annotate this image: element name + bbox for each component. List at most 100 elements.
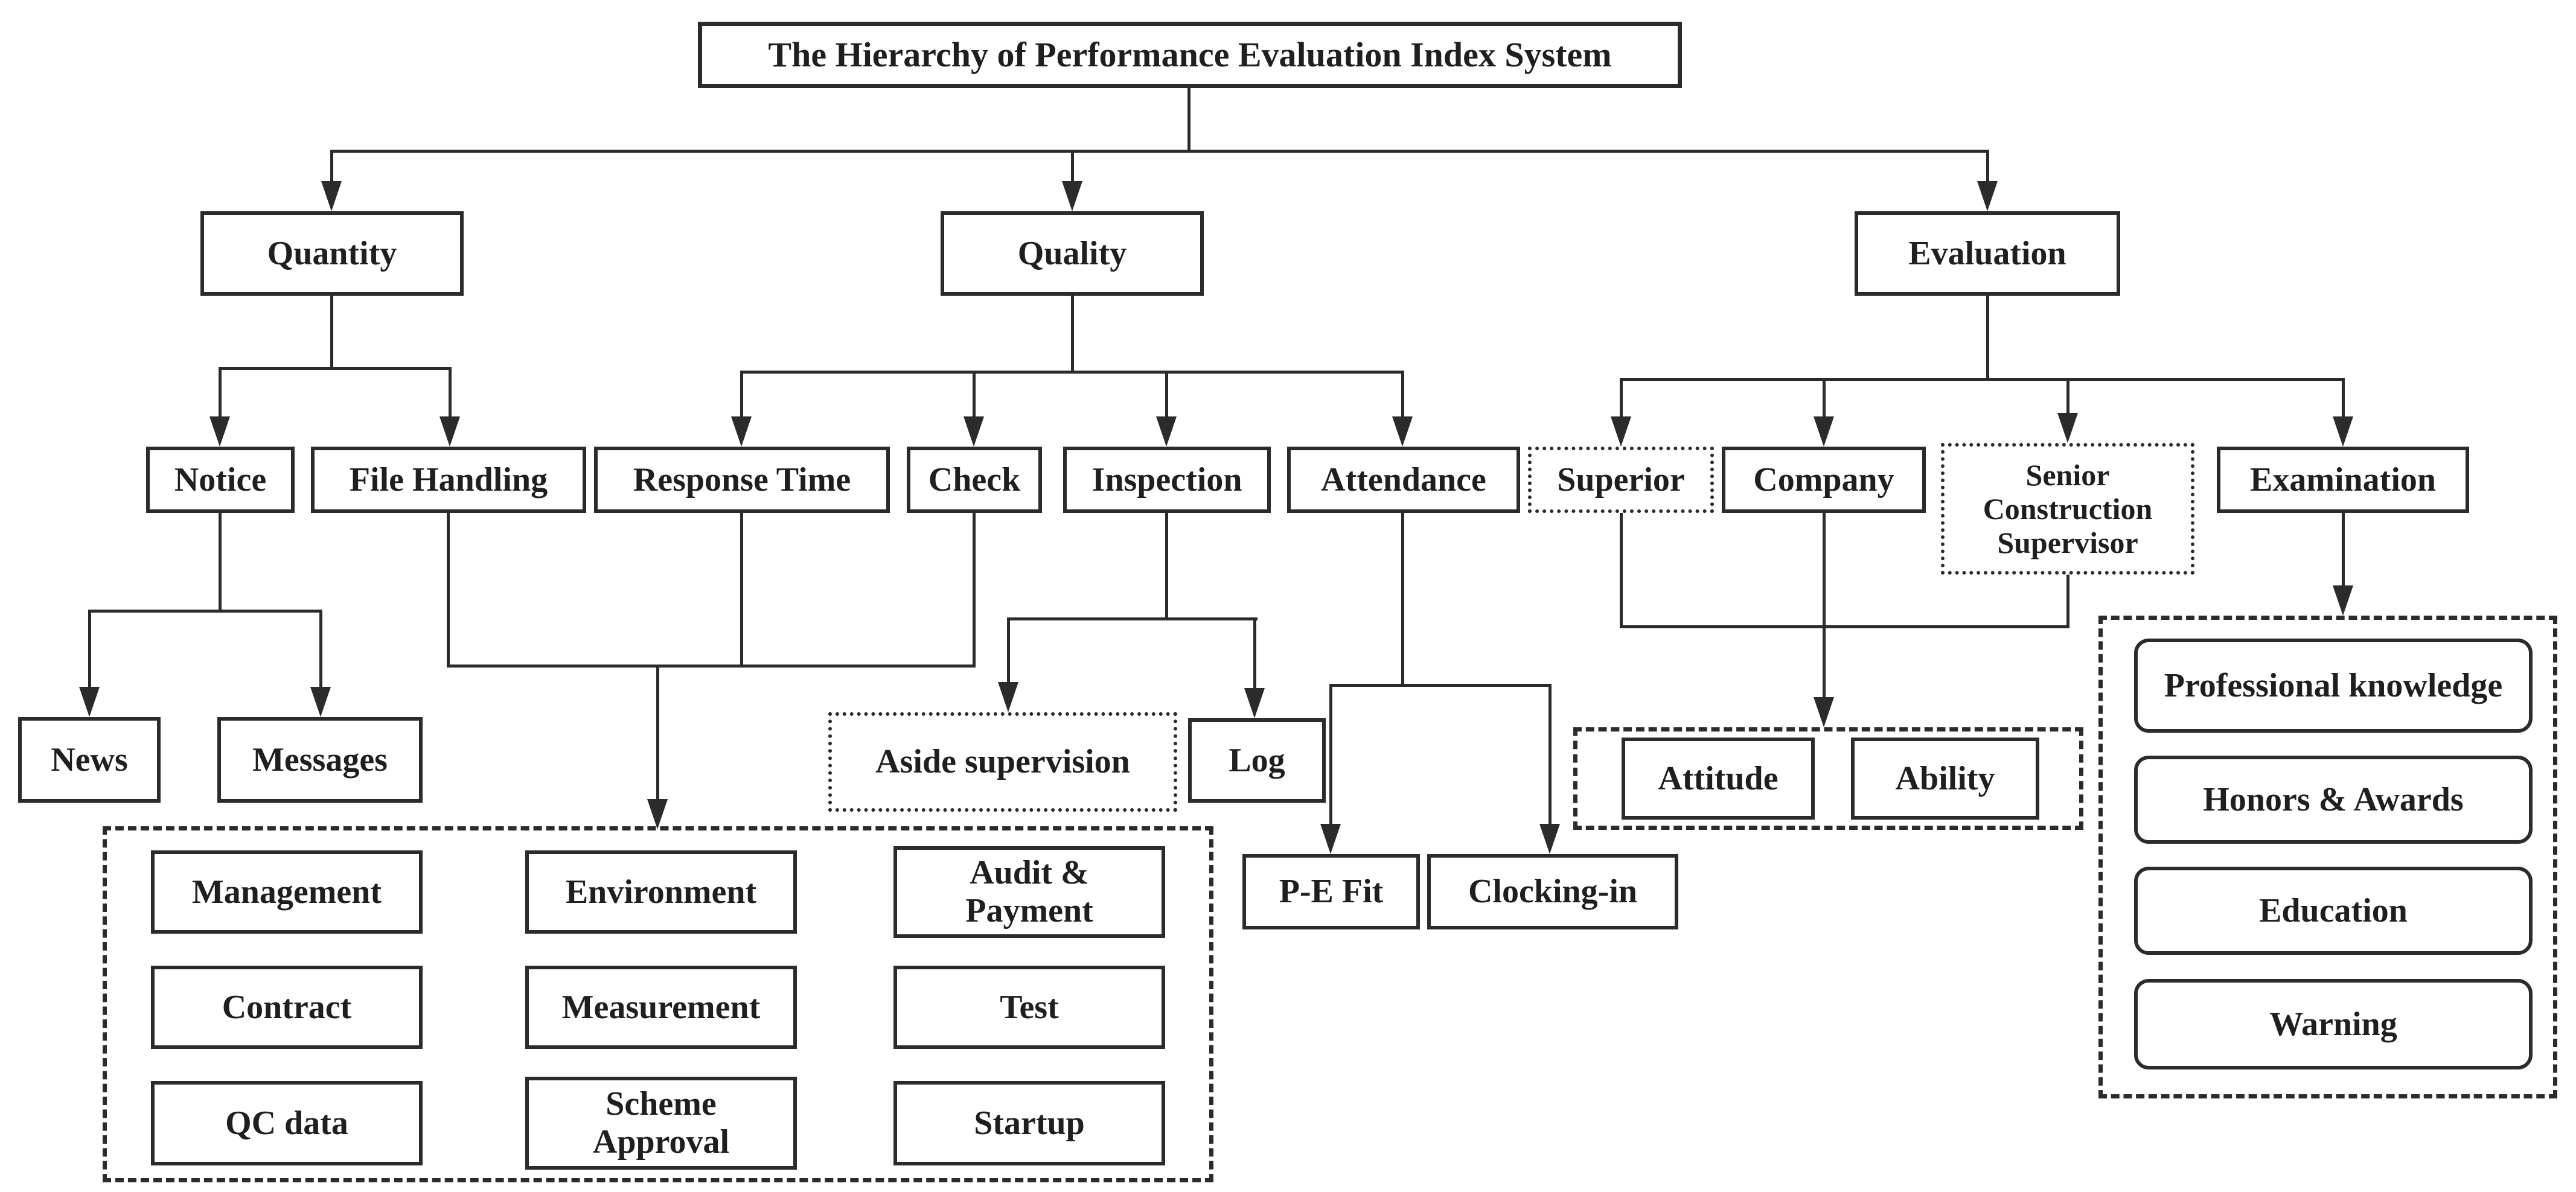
connector-arrowhead — [1814, 697, 1834, 727]
connector-line — [1620, 625, 2069, 628]
node-warning-label: Warning — [2269, 1005, 2397, 1043]
connector-line — [1071, 296, 1074, 373]
connector-arrowhead — [2333, 416, 2353, 447]
node-contract-label: Contract — [222, 988, 352, 1026]
node-superior-label: Superior — [1557, 461, 1685, 499]
node-quality: Quality — [941, 211, 1204, 296]
node-attitude: Attitude — [1622, 738, 1815, 820]
connector-line — [330, 296, 333, 369]
node-aside-supervision: Aside supervision — [828, 712, 1177, 812]
connector-line — [330, 150, 333, 185]
connector-arrowhead — [1814, 416, 1834, 447]
connector-arrowhead — [321, 181, 342, 211]
node-senior-construction-supervisor-label: Senior Construction Supervisor — [1983, 458, 2153, 559]
connector-line — [1401, 513, 1404, 687]
connector-line — [1329, 684, 1332, 825]
connector-line — [1986, 296, 1989, 381]
node-pe-fit-label: P-E Fit — [1279, 873, 1384, 911]
node-professional-knowledge: Professional knowledge — [2134, 639, 2533, 733]
node-startup-label: Startup — [974, 1104, 1085, 1142]
node-quantity: Quantity — [200, 211, 464, 296]
node-test: Test — [893, 966, 1165, 1049]
node-response-time-label: Response Time — [633, 461, 851, 499]
node-attitude-label: Attitude — [1658, 759, 1779, 797]
connector-arrowhead — [79, 687, 100, 717]
node-ability: Ability — [1851, 738, 2039, 820]
node-measurement: Measurement — [525, 966, 797, 1049]
connector-arrowhead — [964, 416, 984, 447]
node-quality-label: Quality — [1017, 234, 1127, 272]
node-audit-payment-label: Audit & Payment — [965, 854, 1093, 929]
connector-arrowhead — [1244, 688, 1265, 718]
connector-line — [2066, 378, 2069, 414]
connector-line — [88, 610, 91, 688]
connector-line — [740, 513, 743, 668]
node-aside-supervision-label: Aside supervision — [875, 743, 1130, 781]
connector-arrowhead — [209, 416, 230, 447]
connector-arrowhead — [998, 682, 1018, 712]
connector-line — [331, 150, 1987, 153]
node-pe-fit: P-E Fit — [1242, 854, 1420, 929]
connector-line — [1253, 617, 1256, 689]
connector-line — [2066, 575, 2069, 628]
node-management-label: Management — [191, 873, 382, 911]
connector-line — [1165, 513, 1168, 620]
node-clocking-in: Clocking-in — [1427, 854, 1678, 929]
node-notice: Notice — [146, 447, 295, 513]
node-audit-payment: Audit & Payment — [893, 846, 1165, 938]
node-test-label: Test — [1000, 988, 1059, 1026]
node-examination: Examination — [2217, 447, 2469, 513]
node-messages-label: Messages — [252, 741, 388, 779]
node-evaluation: Evaluation — [1855, 211, 2120, 296]
attitude-ability-group-box — [1573, 727, 2083, 830]
connector-line — [219, 367, 222, 418]
node-honors-awards: Honors & Awards — [2134, 756, 2533, 844]
connector-arrowhead — [1611, 416, 1631, 447]
connector-arrowhead — [1156, 416, 1177, 447]
node-education-label: Education — [2259, 891, 2408, 929]
connector-line — [2342, 513, 2345, 588]
connector-line — [1823, 625, 1826, 698]
node-inspection-label: Inspection — [1091, 461, 1242, 499]
node-log-label: Log — [1229, 741, 1285, 779]
node-file-handling-label: File Handling — [349, 461, 548, 499]
node-qc-data-label: QC data — [225, 1104, 348, 1142]
node-measurement-label: Measurement — [561, 988, 761, 1026]
node-evaluation-label: Evaluation — [1908, 234, 2066, 272]
node-inspection: Inspection — [1063, 447, 1271, 513]
node-warning: Warning — [2134, 979, 2533, 1069]
connector-line — [1823, 378, 1826, 418]
connector-arrowhead — [310, 687, 331, 717]
node-management: Management — [151, 850, 423, 934]
node-honors-awards-label: Honors & Awards — [2203, 780, 2464, 818]
connector-line — [740, 371, 743, 418]
connector-arrowhead — [1320, 824, 1341, 854]
node-attendance-label: Attendance — [1321, 461, 1486, 499]
connector-arrowhead — [647, 799, 668, 829]
node-scheme-approval: Scheme Approval — [525, 1077, 797, 1170]
connector-line — [656, 665, 659, 800]
node-ability-label: Ability — [1895, 759, 1995, 797]
node-news-label: News — [51, 741, 128, 779]
node-check: Check — [907, 447, 1042, 513]
connector-arrowhead — [1539, 824, 1560, 854]
connector-line — [1986, 150, 1989, 185]
node-check-label: Check — [928, 461, 1021, 499]
node-qc-data: QC data — [151, 1081, 423, 1165]
connector-line — [1007, 617, 1258, 620]
connector-arrowhead — [1392, 416, 1413, 447]
connector-arrowhead — [731, 416, 752, 447]
connector-line — [319, 610, 322, 688]
node-title-label: The Hierarchy of Performance Evaluation … — [768, 34, 1612, 74]
connector-arrowhead — [2057, 413, 2078, 443]
node-environment: Environment — [525, 850, 797, 934]
node-news: News — [18, 717, 161, 803]
node-messages: Messages — [217, 717, 423, 803]
node-log: Log — [1188, 718, 1326, 803]
node-contract: Contract — [151, 966, 423, 1049]
connector-line — [449, 367, 452, 418]
connector-line — [1329, 684, 1552, 687]
connector-line — [447, 665, 976, 668]
node-clocking-in-label: Clocking-in — [1468, 873, 1638, 911]
